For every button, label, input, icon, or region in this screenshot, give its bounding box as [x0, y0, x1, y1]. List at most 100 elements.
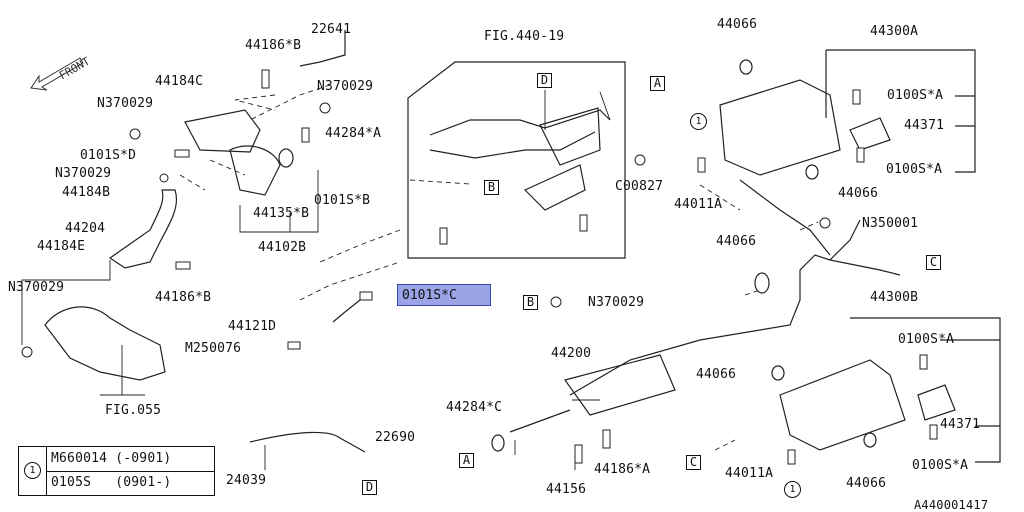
- ref-box-c-right[interactable]: C: [926, 255, 941, 270]
- callout-44371-b[interactable]: 44371: [940, 417, 981, 432]
- legend-divider-horizontal: [46, 471, 214, 472]
- callout-n370029-c[interactable]: N370029: [55, 166, 112, 181]
- callout-44300A[interactable]: 44300A: [870, 24, 919, 39]
- ref-box-a-bottom[interactable]: A: [459, 453, 474, 468]
- callout-44371-a[interactable]: 44371: [904, 118, 945, 133]
- ref-box-d-bottom[interactable]: D: [362, 480, 377, 495]
- nut-n370029-a: [129, 128, 141, 140]
- gasket-44284C: [491, 434, 505, 452]
- cat-converter-front: [229, 145, 281, 196]
- ref-box-c-bottom[interactable]: C: [686, 455, 701, 470]
- callout-0101SB[interactable]: 0101S*B: [314, 193, 371, 208]
- callout-44011A-a[interactable]: 44011A: [674, 197, 723, 212]
- callout-0100SA-b[interactable]: 0100S*A: [886, 162, 943, 177]
- callout-0101SC: 0101S*C: [402, 288, 457, 303]
- bolt-0100SA-b: [856, 147, 865, 163]
- callout-fig440[interactable]: FIG.440-19: [484, 29, 565, 44]
- hanger-44066-e: [863, 432, 877, 448]
- callout-44184C[interactable]: 44184C: [155, 74, 204, 89]
- bolt-0101SC: [359, 291, 373, 301]
- legend-row-1: M660014 (-0901): [51, 451, 172, 466]
- nut-n370029-c: [159, 173, 169, 183]
- callout-44184E[interactable]: 44184E: [37, 239, 86, 254]
- callout-44186B-bottom[interactable]: 44186*B: [155, 290, 212, 305]
- bolt-fig440-a: [439, 227, 448, 245]
- ref-box-d-top[interactable]: D: [537, 73, 552, 88]
- highlighted-callout-0101SC[interactable]: 0101S*C: [397, 284, 491, 306]
- callout-44204[interactable]: 44204: [65, 221, 106, 236]
- callout-n370029-d[interactable]: N370029: [8, 280, 65, 295]
- callout-0101SD[interactable]: 0101S*D: [80, 148, 137, 163]
- nut-c00827: [634, 154, 646, 166]
- callout-24039[interactable]: 24039: [226, 473, 267, 488]
- nut-n370029-b: [319, 102, 331, 114]
- bolt-1-b: [787, 449, 796, 465]
- callout-m250076[interactable]: M250076: [185, 341, 242, 356]
- gasket-44284A: [278, 148, 294, 168]
- front-pipe: [108, 189, 178, 269]
- callout-44184B[interactable]: 44184B: [62, 185, 111, 200]
- callout-n370029-e[interactable]: N370029: [588, 295, 645, 310]
- callout-44066-e[interactable]: 44066: [846, 476, 887, 491]
- callout-44135B[interactable]: 44135*B: [253, 206, 310, 221]
- nut-n370029-d: [21, 346, 33, 358]
- y-pipe-rear: [829, 219, 901, 276]
- callout-44200[interactable]: 44200: [551, 346, 592, 361]
- callout-0100SA-a[interactable]: 0100S*A: [887, 88, 944, 103]
- o2-sensor-upper: [299, 30, 346, 67]
- center-pipe-upper: [429, 109, 611, 136]
- tail-tip-44371-b: [917, 384, 956, 421]
- callout-44156[interactable]: 44156: [546, 482, 587, 497]
- callout-44121D[interactable]: 44121D: [228, 319, 277, 334]
- callout-22641[interactable]: 22641: [311, 22, 352, 37]
- callout-22690[interactable]: 22690: [375, 430, 416, 445]
- bolt-44156: [574, 444, 583, 464]
- tail-tip-44371-a: [849, 117, 891, 151]
- callout-44066-d[interactable]: 44066: [696, 367, 737, 382]
- callout-0100SA-c[interactable]: 0100S*A: [898, 332, 955, 347]
- legend-table: 1 M660014 (-0901) 0105S (0901-): [18, 446, 215, 496]
- callout-44284C[interactable]: 44284*C: [446, 400, 503, 415]
- callout-n370029-top[interactable]: N370029: [317, 79, 374, 94]
- callout-44284A[interactable]: 44284*A: [325, 126, 382, 141]
- callout-44011A-b[interactable]: 44011A: [725, 466, 774, 481]
- manifold-upper: [184, 109, 261, 153]
- bolt-fig440-b: [579, 214, 588, 232]
- bolt-0100SA-a: [852, 89, 861, 105]
- ref-circle-1-lower[interactable]: 1: [784, 481, 801, 498]
- o2-sensor-lower: [332, 299, 361, 323]
- callout-c00827[interactable]: C00827: [615, 179, 664, 194]
- nut-n350001: [819, 217, 831, 229]
- bolt-44186B-bottom: [175, 261, 191, 270]
- bolt-44186A: [602, 429, 611, 449]
- ref-box-b-top[interactable]: B: [484, 180, 499, 195]
- bolt-0100SA-c: [919, 354, 928, 370]
- callout-n350001[interactable]: N350001: [862, 216, 919, 231]
- callout-0100SA-d[interactable]: 0100S*A: [912, 458, 969, 473]
- callout-44066-c[interactable]: 44066: [716, 234, 757, 249]
- ref-circle-1-upper[interactable]: 1: [690, 113, 707, 130]
- legend-marker: 1: [24, 462, 41, 479]
- callout-44186B-top[interactable]: 44186*B: [245, 38, 302, 53]
- bolt-1-a: [697, 157, 706, 173]
- bracket-44300A: [825, 49, 976, 173]
- hanger-44066-a: [739, 59, 753, 75]
- callout-44102B[interactable]: 44102B: [258, 240, 307, 255]
- manifold-lower: [44, 306, 166, 381]
- callout-44066-b[interactable]: 44066: [838, 186, 879, 201]
- callout-44186A[interactable]: 44186*A: [594, 462, 651, 477]
- front-arrow-icon: [30, 57, 84, 91]
- callout-fig055[interactable]: FIG.055: [105, 403, 162, 418]
- callout-44300B[interactable]: 44300B: [870, 290, 919, 305]
- ref-box-b-bottom[interactable]: B: [523, 295, 538, 310]
- legend-row-2: 0105S (0901-): [51, 475, 172, 490]
- center-pipe-lower: [429, 131, 596, 159]
- bracket-44300B: [850, 317, 1001, 463]
- callout-44066-a[interactable]: 44066: [717, 17, 758, 32]
- bolt-44186B-top: [261, 69, 270, 89]
- ref-box-a-top[interactable]: A: [650, 76, 665, 91]
- hanger-44066-d: [771, 365, 785, 381]
- callout-n370029-a[interactable]: N370029: [97, 96, 154, 111]
